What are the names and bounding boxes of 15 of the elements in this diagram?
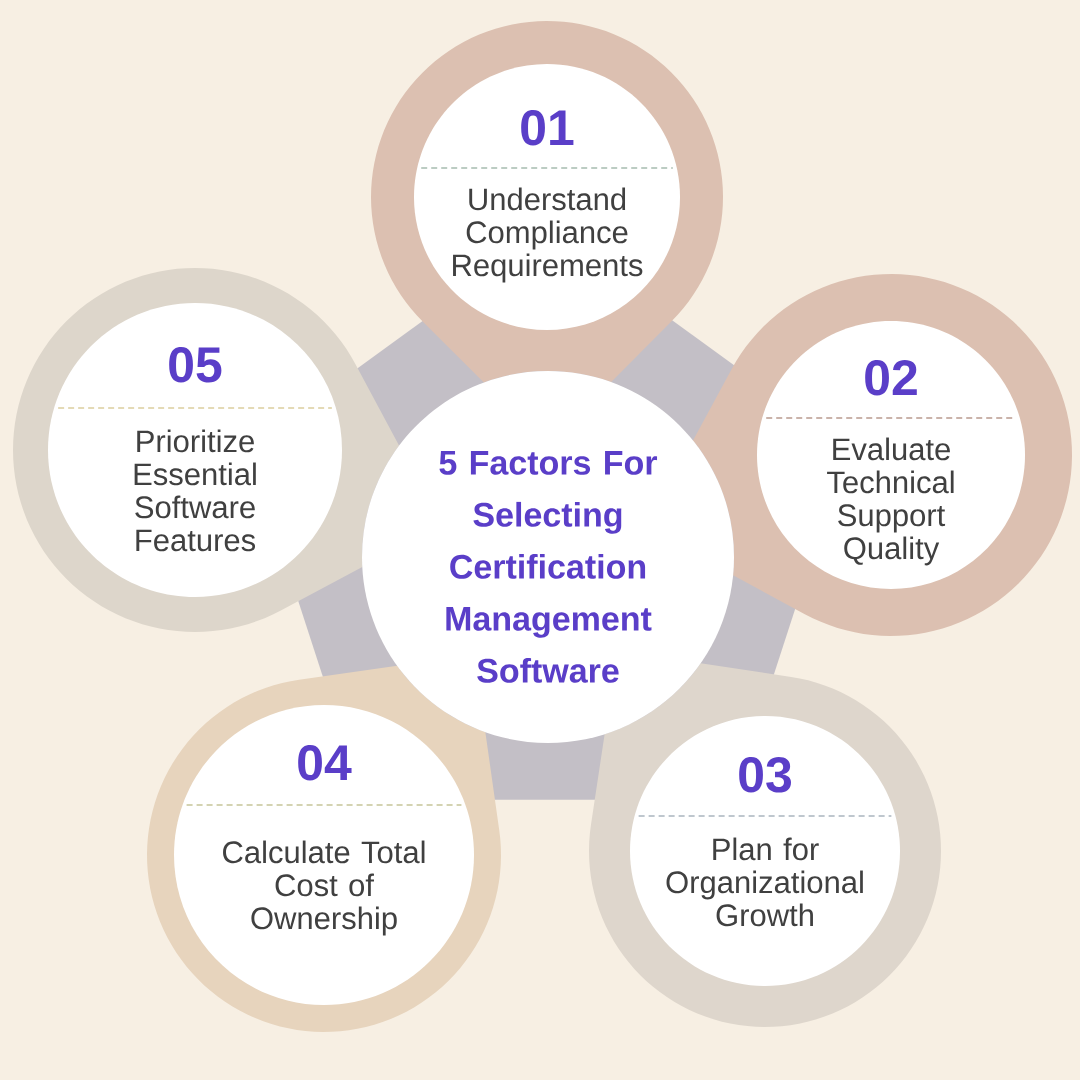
- hub-circle: [362, 371, 734, 743]
- pin-marker: [693, 274, 1072, 636]
- factor-label: Plan for Organizational Growth: [666, 837, 863, 927]
- pin-marker: [13, 268, 400, 632]
- factor-label: Understand Compliance Requirements: [453, 187, 643, 283]
- factor-label: Evaluate Technical Support Quality: [827, 437, 954, 566]
- step-number: 02: [865, 360, 917, 396]
- step-number: 03: [739, 757, 791, 793]
- title-text: 5 Factors For Selecting Certification Management Software: [439, 451, 658, 683]
- factor-label: Prioritize Essential Software Features: [134, 429, 256, 552]
- factor-label: Calculate Total Cost of Ownership: [223, 840, 425, 936]
- step-number: 04: [298, 745, 352, 781]
- pin-marker: [371, 21, 723, 383]
- step-number: 05: [169, 347, 222, 383]
- step-number: 01: [521, 110, 574, 146]
